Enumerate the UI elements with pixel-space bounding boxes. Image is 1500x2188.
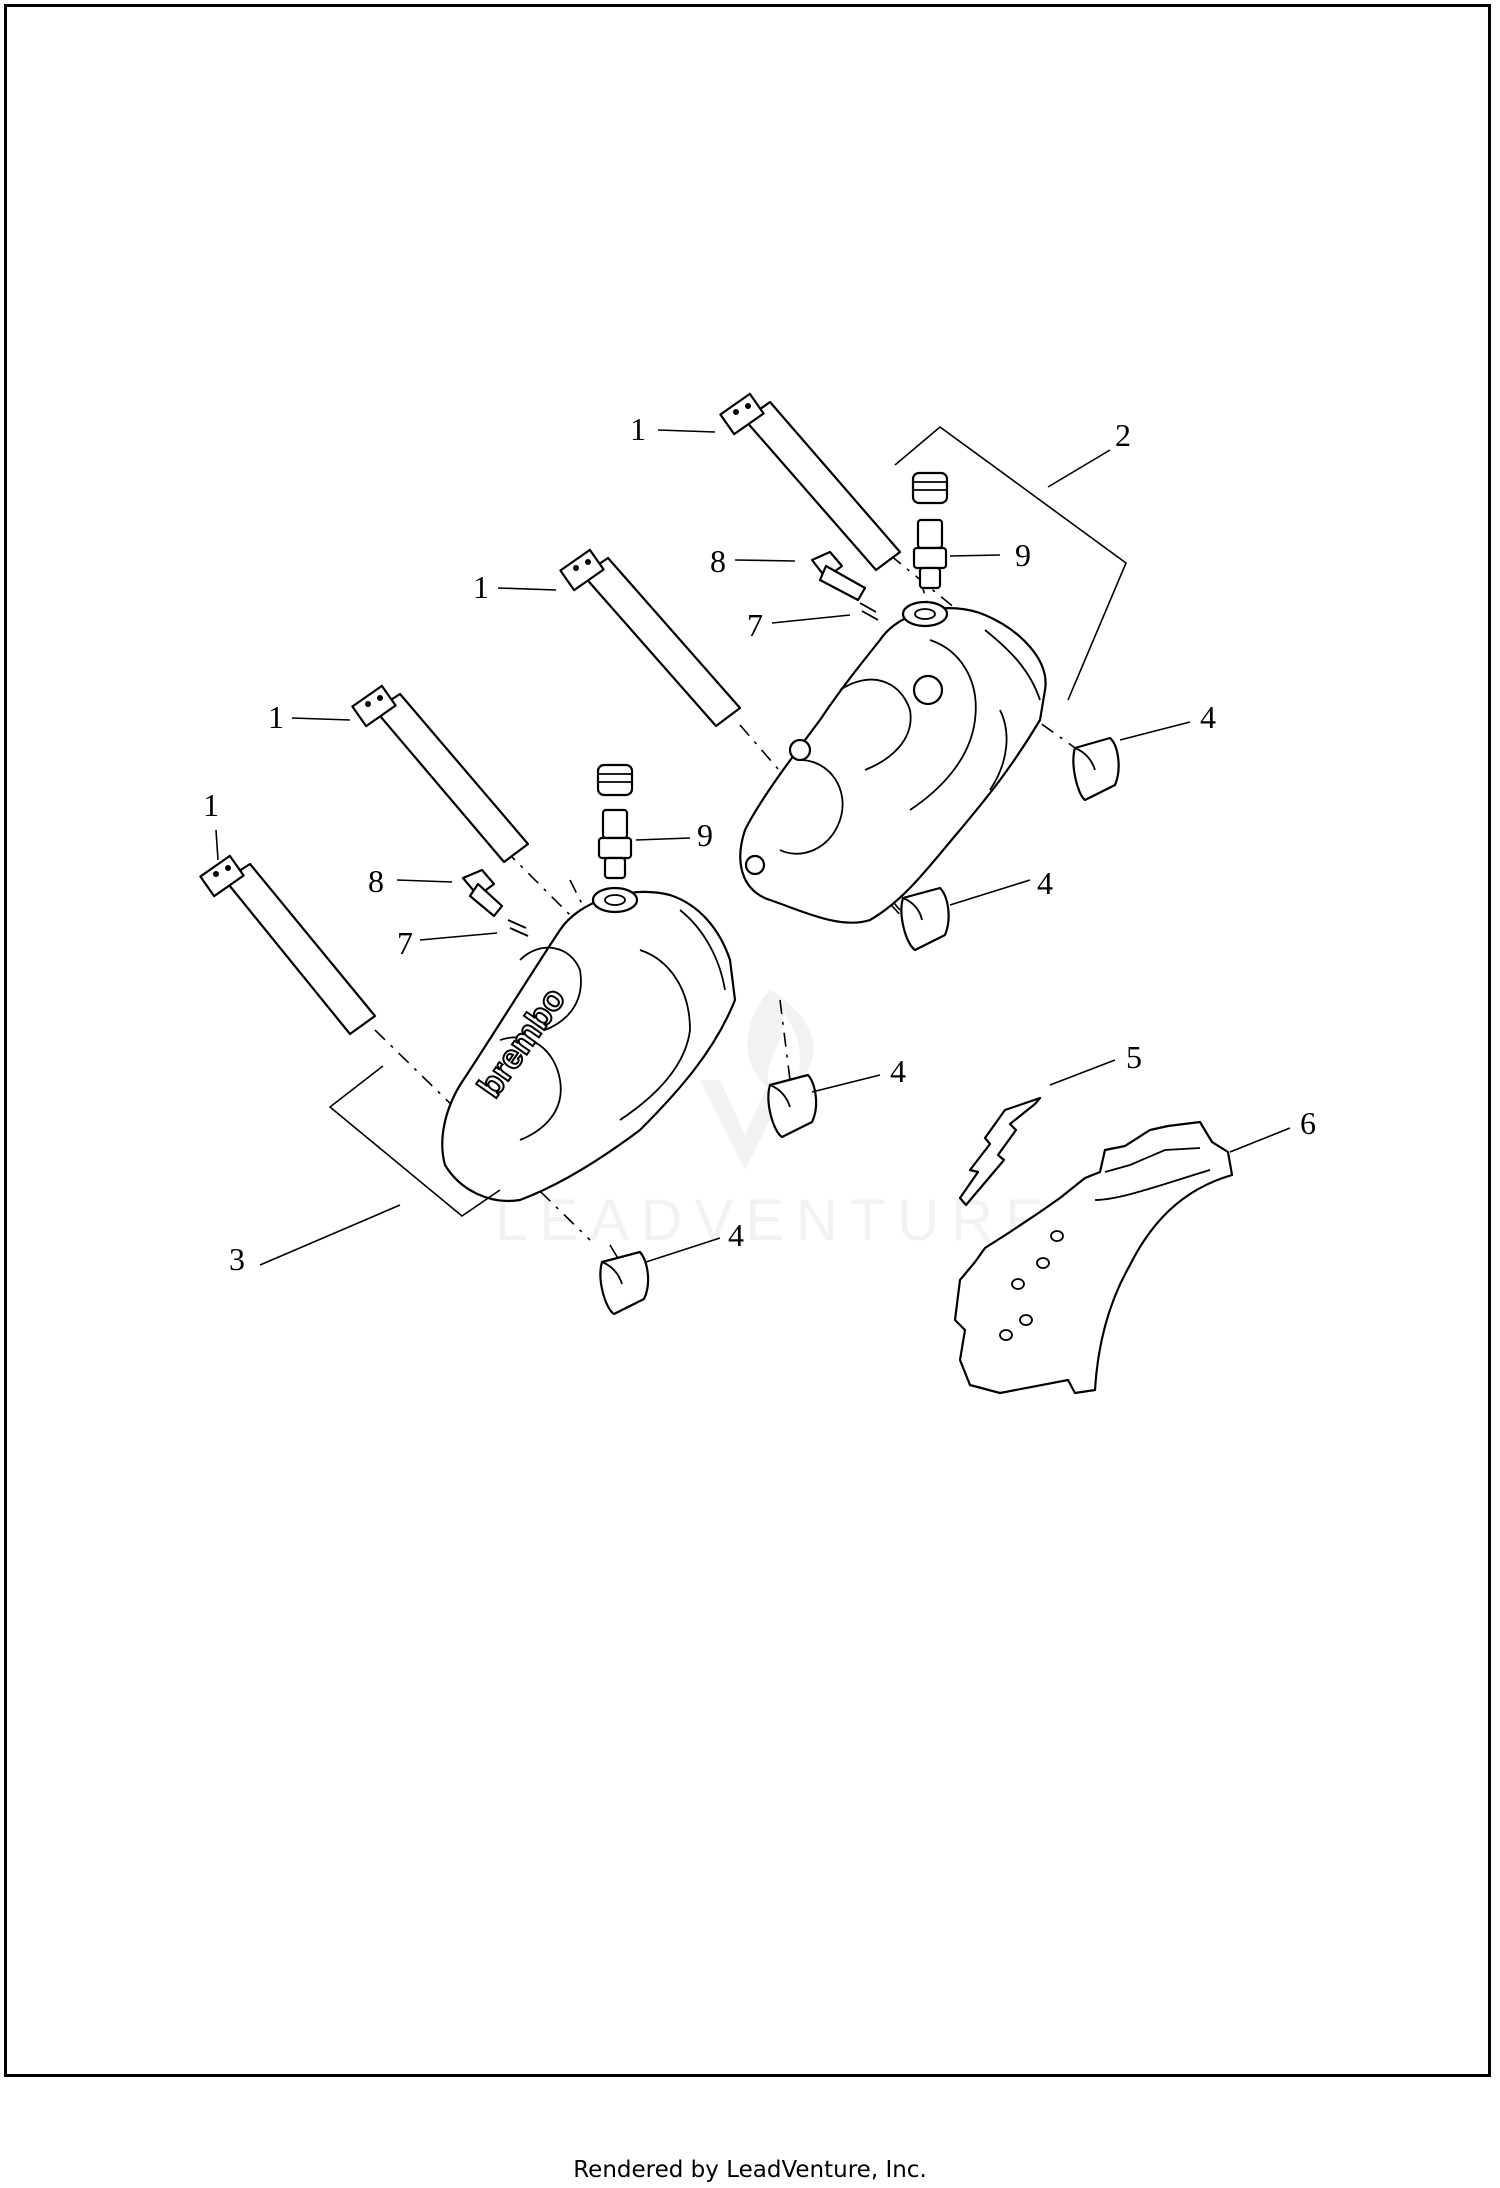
callout-4c: 4 [890, 1053, 906, 1089]
callout-4d: 4 [728, 1217, 744, 1253]
o-rings-lower [507, 919, 529, 937]
bolt-lower [461, 868, 504, 918]
callout-8a: 8 [710, 543, 726, 579]
diagram-frame [4, 4, 1491, 2077]
brake-pad [953, 1120, 1234, 1395]
callout-5: 5 [1126, 1039, 1142, 1075]
callout-7a: 7 [747, 607, 763, 643]
watermark-logo: LEADVENTURE [495, 990, 1056, 1253]
piston-4d [599, 1250, 650, 1316]
bracket-2 [894, 425, 1127, 701]
callout-8b: 8 [368, 863, 384, 899]
bleeder-valve-lower [596, 763, 634, 880]
piston-4c [767, 1073, 818, 1139]
callout-6: 6 [1300, 1105, 1316, 1141]
caliper-pin-1a [719, 392, 902, 572]
callout-3: 3 [229, 1241, 245, 1277]
caliper-assembly-upper [739, 600, 1047, 924]
bleeder-valve-upper [911, 471, 949, 590]
footer-credit: Rendered by LeadVenture, Inc. [573, 2157, 927, 2183]
piston-4a [1072, 736, 1120, 802]
o-rings-upper [859, 602, 879, 621]
callout-4a: 4 [1200, 699, 1216, 735]
callout-1a: 1 [630, 411, 646, 447]
callout-7b: 7 [397, 925, 413, 961]
piston-4b [900, 886, 950, 952]
leader-lines [215, 429, 1291, 1263]
callout-9b: 9 [697, 817, 713, 853]
pad-spring [958, 1096, 1042, 1207]
watermark-text: LEADVENTURE [495, 1188, 1056, 1253]
caliper-pin-1b [559, 548, 742, 728]
callout-4b: 4 [1037, 865, 1053, 901]
callout-2: 2 [1115, 417, 1131, 453]
callout-1d: 1 [203, 787, 219, 823]
caliper-assembly-lower: brembo [441, 886, 737, 1203]
bracket-3 [259, 1065, 501, 1266]
callout-1b: 1 [473, 569, 489, 605]
callout-labels: 1 1 1 1 2 3 4 4 4 4 5 6 7 7 8 8 9 9 [203, 411, 1316, 1277]
callout-9a: 9 [1015, 537, 1031, 573]
caliper-pin-1d [199, 854, 377, 1036]
caliper-pin-1c [351, 684, 530, 864]
bolt-upper [810, 550, 867, 602]
callout-1c: 1 [268, 699, 284, 735]
